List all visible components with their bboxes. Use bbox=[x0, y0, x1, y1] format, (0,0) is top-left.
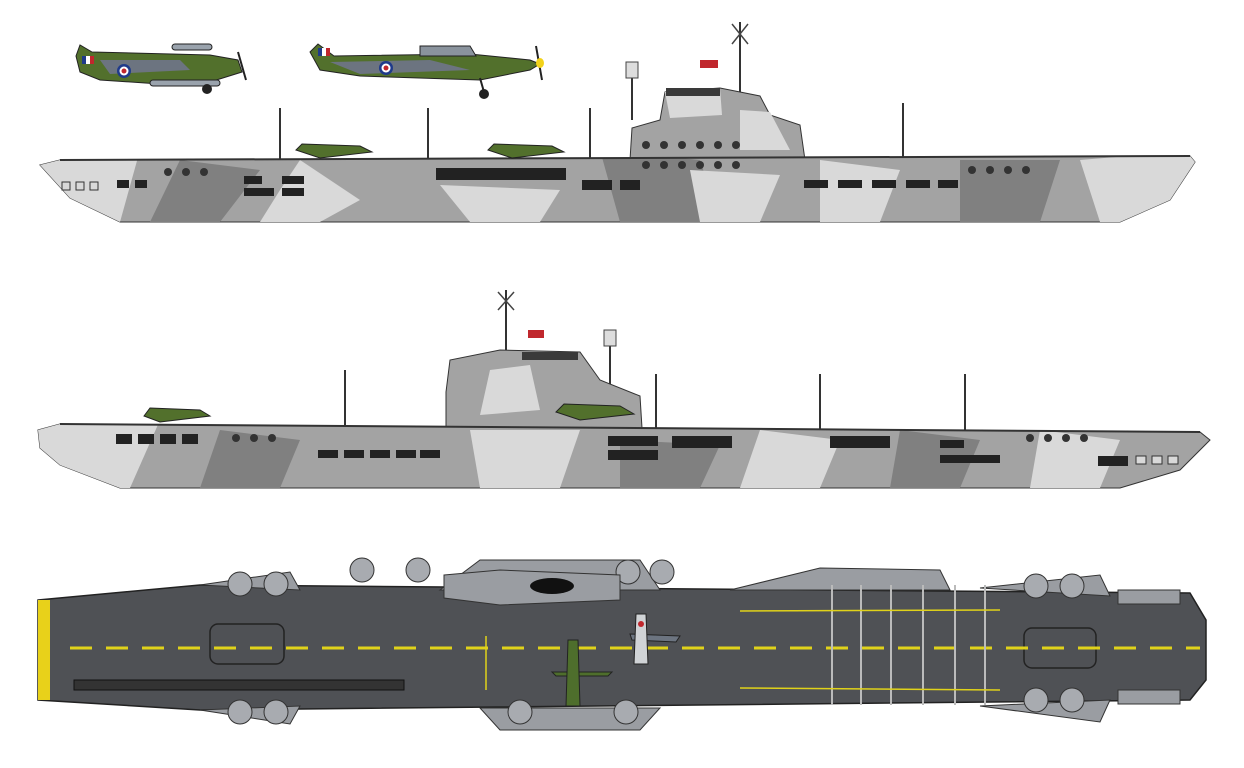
deck-aircraft-biplane-icon bbox=[629, 613, 681, 665]
biplane-torpedo-bomber-icon bbox=[75, 43, 247, 94]
starboard-profile-view bbox=[39, 22, 1196, 223]
deck-aircraft-fighter-icon bbox=[550, 639, 614, 707]
port-profile-view bbox=[37, 290, 1211, 489]
flight-deck-plan-view bbox=[37, 557, 1207, 731]
monoplane-fighter-icon bbox=[309, 43, 544, 99]
